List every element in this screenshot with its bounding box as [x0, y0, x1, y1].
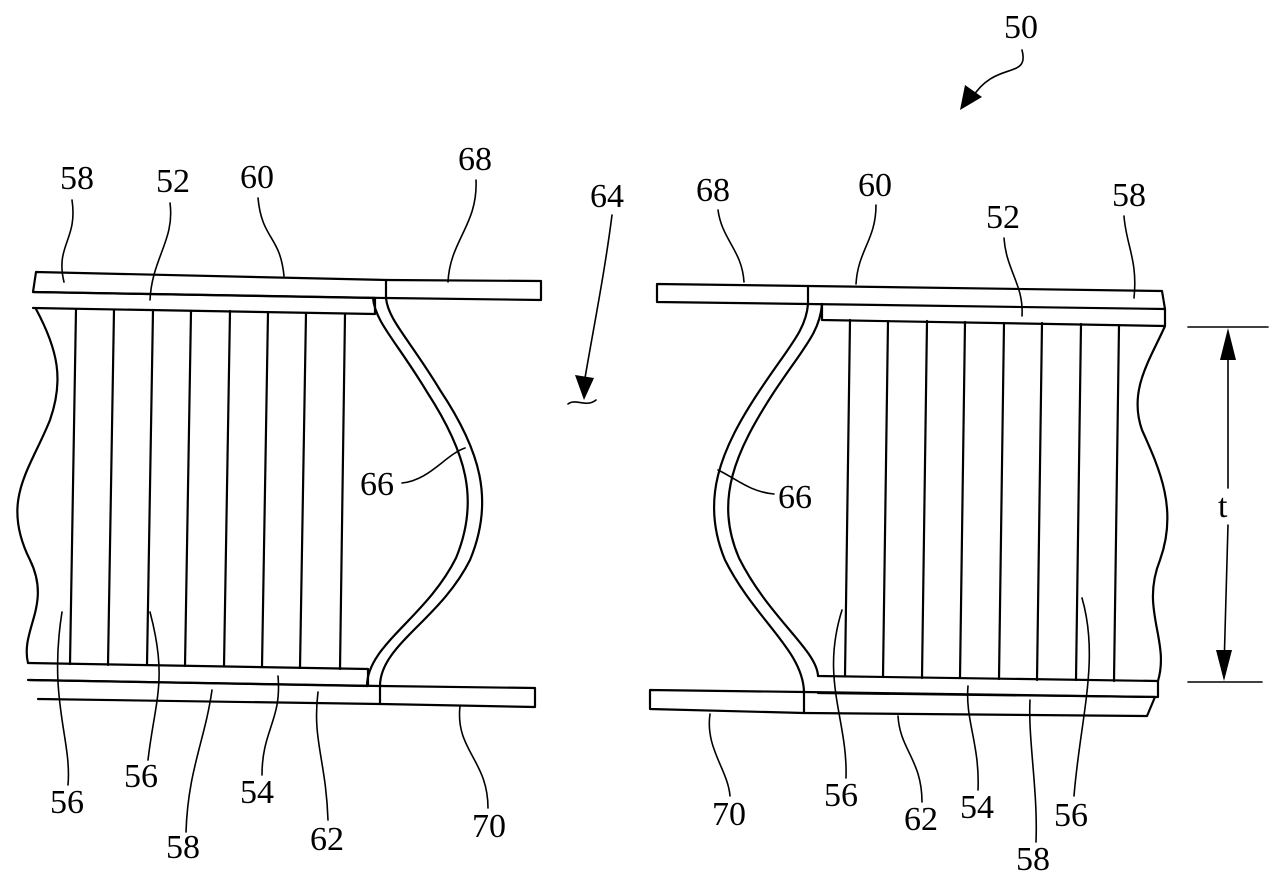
right-label-60: 60	[858, 167, 892, 204]
dimension-arrow-down-icon	[1216, 650, 1232, 681]
ref-label-64: 64	[590, 178, 624, 215]
ref-50-group: 50	[960, 9, 1038, 110]
right-label-62: 62	[904, 801, 938, 838]
dimension-arrow-up-icon	[1220, 328, 1236, 360]
left-closeout-wall-outer	[378, 296, 484, 688]
right-closeout-wall-inner	[727, 302, 824, 678]
left-label-52: 52	[156, 163, 190, 200]
right-label-58-bottom: 58	[1016, 841, 1050, 878]
left-bottom-extension	[378, 684, 537, 709]
right-label-56-a: 56	[824, 777, 858, 814]
right-label-70: 70	[712, 796, 746, 833]
left-label-58-bottom: 58	[166, 829, 200, 866]
right-labels: 68 60 52 58 66 70 56 62 54 56 58	[696, 167, 1146, 878]
right-core-walls	[843, 318, 1121, 683]
right-label-68: 68	[696, 172, 730, 209]
right-label-66: 66	[778, 479, 812, 516]
ref-64-group: 64	[567, 178, 624, 405]
right-top-face-sheet	[806, 284, 1167, 311]
left-label-66: 66	[360, 466, 394, 503]
thickness-dimension: t	[1187, 326, 1269, 683]
right-bottom-face-sheet	[802, 690, 1157, 718]
ref-50-arrow-icon	[960, 85, 982, 110]
right-label-52: 52	[986, 199, 1020, 236]
right-label-54: 54	[960, 789, 994, 826]
left-top-adhesive-layer	[31, 290, 377, 316]
left-label-54: 54	[240, 774, 274, 811]
left-bottom-face-sheet	[28, 678, 382, 706]
left-label-60: 60	[240, 159, 274, 196]
right-bottom-extension	[648, 688, 806, 715]
right-label-56-b: 56	[1054, 797, 1088, 834]
left-label-62: 62	[310, 821, 344, 858]
ref-label-50: 50	[1004, 9, 1038, 46]
left-label-56-a: 56	[50, 784, 84, 821]
right-panel	[648, 282, 1169, 718]
ref-64-arrow-icon	[575, 375, 594, 400]
left-core-walls	[68, 307, 347, 671]
left-label-68: 68	[458, 141, 492, 178]
left-break-line	[16, 307, 59, 665]
right-top-extension	[655, 282, 810, 306]
left-top-extension	[384, 278, 543, 302]
left-label-70: 70	[472, 808, 506, 845]
left-label-56-b: 56	[124, 758, 158, 795]
dimension-label-t: t	[1218, 488, 1228, 525]
right-closeout-wall-outer	[712, 302, 810, 694]
left-panel	[16, 270, 543, 709]
left-closeout-wall-inner	[365, 296, 469, 688]
left-label-58-top: 58	[60, 160, 94, 197]
right-break-line	[1136, 324, 1169, 683]
right-label-58-top: 58	[1112, 177, 1146, 214]
left-labels: 58 52 60 68 66 56 56 54 58 62 70	[50, 141, 506, 866]
